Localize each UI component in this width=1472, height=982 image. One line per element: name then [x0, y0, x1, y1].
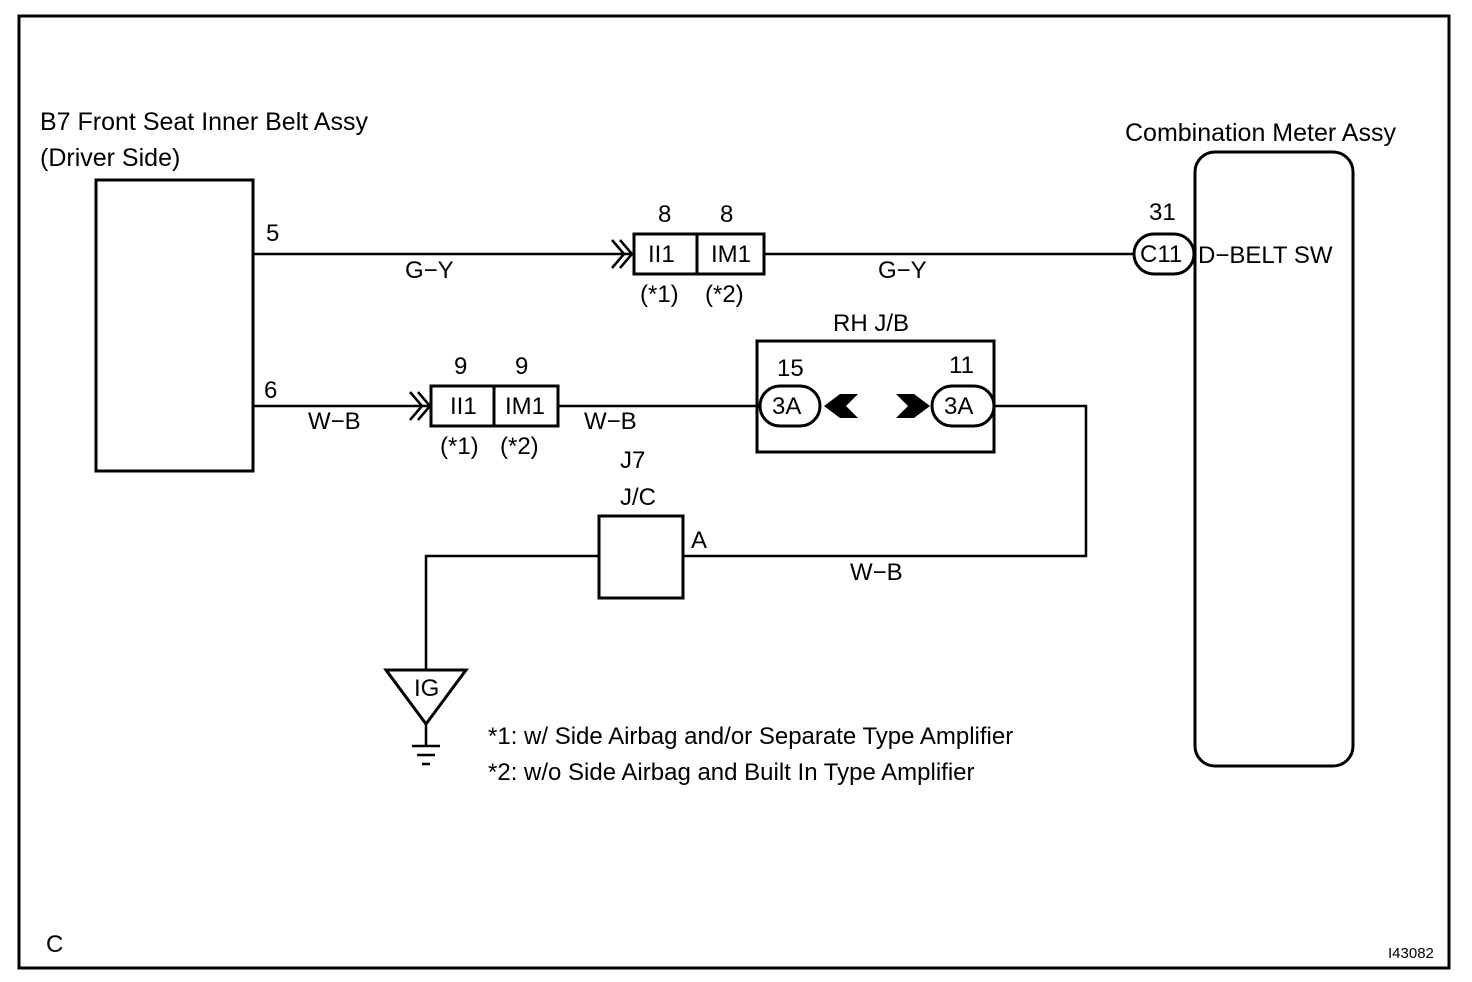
rh-jb-conn-left-label: 3A	[772, 393, 801, 420]
diagram-frame	[17, 14, 1451, 970]
upper-conn-right: IM1	[711, 241, 751, 268]
wire-ground	[424, 554, 599, 670]
lower-conn-pin-left: 9	[454, 353, 467, 380]
meter-pin-31: 31	[1149, 199, 1176, 226]
note-1: *1: w/ Side Airbag and/or Separate Type …	[488, 723, 1013, 750]
wire-label-wb-1: W−B	[308, 408, 361, 435]
plug-chevron-lower	[409, 391, 424, 421]
lower-conn-left: II1	[450, 393, 477, 420]
rh-jb-conn-right-label: 3A	[944, 393, 973, 420]
rh-jb-conn-left	[758, 384, 822, 428]
wire-label-gy-right: G−Y	[878, 257, 927, 284]
rh-jb-pin-15: 15	[777, 355, 804, 382]
upper-conn-left: II1	[648, 241, 675, 268]
belt-assy-subtitle: (Driver Side)	[40, 144, 180, 172]
corner-left-mark: C	[46, 931, 63, 958]
lower-conn-pin-right: 9	[515, 353, 528, 380]
plug-chevron-upper-2	[619, 239, 634, 269]
meter-connector-label: C11	[1140, 241, 1182, 268]
wire-label-wb-3: W−B	[850, 559, 903, 586]
lower-conn-note-right: (*2)	[500, 433, 539, 460]
meter-connector-c11	[1132, 232, 1196, 276]
meter-signal-label: D−BELT SW	[1198, 242, 1333, 269]
jb-arrow-left	[824, 394, 858, 418]
wire-wb-right	[682, 404, 1088, 558]
rh-jb-box	[755, 339, 996, 454]
rh-jb-pin-11: 11	[949, 352, 974, 379]
jc-id: J7	[620, 447, 645, 474]
jc-pin-a: A	[691, 527, 707, 554]
wire-label-gy-left: G−Y	[405, 257, 454, 284]
wire-label-wb-2: W−B	[584, 408, 637, 435]
jb-arrow-right	[896, 394, 930, 418]
belt-pin-5: 5	[266, 220, 279, 247]
ground-label: IG	[414, 675, 439, 702]
belt-pin-6: 6	[264, 377, 277, 404]
upper-conn-pin-left: 8	[658, 201, 671, 228]
note-2: *2: w/o Side Airbag and Built In Type Am…	[488, 759, 975, 786]
upper-conn-note-left: (*1)	[640, 281, 679, 308]
corner-right-id: I43082	[1388, 945, 1434, 962]
meter-box	[1193, 150, 1355, 768]
lower-conn-note-left: (*1)	[440, 433, 479, 460]
ground-triangle	[383, 668, 469, 727]
upper-conn-note-right: (*2)	[705, 281, 744, 308]
lower-conn-right: IM1	[505, 393, 545, 420]
jc-type: J/C	[620, 484, 656, 511]
jc-box	[597, 514, 685, 600]
upper-conn-pin-right: 8	[720, 201, 733, 228]
meter-title: Combination Meter Assy	[1125, 119, 1396, 147]
belt-assy-title: B7 Front Seat Inner Belt Assy	[40, 108, 368, 136]
belt-assy-box	[94, 178, 255, 473]
plug-chevron-upper	[611, 239, 626, 269]
rh-jb-title: RH J/B	[833, 310, 909, 337]
